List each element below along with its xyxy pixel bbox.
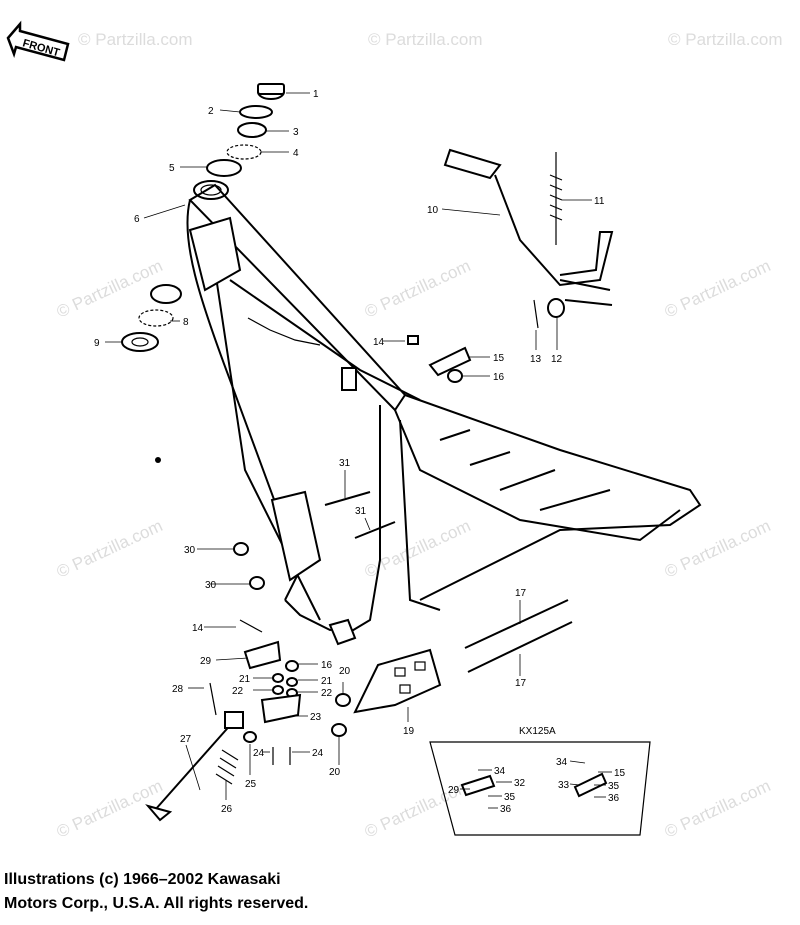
callout-8: 8 <box>183 317 189 328</box>
callout-34b: 34 <box>556 757 568 768</box>
callout-23: 23 <box>310 712 322 723</box>
callout-24b: 24 <box>312 748 324 759</box>
callout-22: 22 <box>232 686 244 697</box>
watermark: © Partzilla.com <box>662 516 774 582</box>
callout-19: 19 <box>403 726 415 737</box>
callout-numbers: 1 2 3 4 5 6 8 9 10 11 12 13 14 15 16 31 … <box>94 89 626 815</box>
copyright-notice: Illustrations (c) 1966–2002 Kawasaki Mot… <box>4 868 424 916</box>
front-arrow-icon: FRONT <box>6 20 70 62</box>
callout-34: 34 <box>494 766 506 777</box>
lower-bearing-parts <box>121 284 182 463</box>
callout-29b: 29 <box>448 785 460 796</box>
callout-26: 26 <box>221 804 233 815</box>
callout-11: 11 <box>594 196 605 207</box>
callout-5: 5 <box>169 163 175 174</box>
bolts-31 <box>324 491 396 539</box>
callout-3: 3 <box>293 127 299 138</box>
callout-1: 1 <box>313 89 319 100</box>
callout-2: 2 <box>208 106 214 117</box>
watermark: © Partzilla.com <box>662 776 774 842</box>
callout-31: 31 <box>339 458 351 469</box>
kx125a-inset: KX125A <box>429 726 651 836</box>
lower-parts <box>145 619 351 822</box>
callout-35b: 35 <box>608 781 620 792</box>
callout-29: 29 <box>200 656 212 667</box>
callout-14: 14 <box>373 337 385 348</box>
callout-6: 6 <box>134 214 140 225</box>
watermark: © Partzilla.com <box>668 30 783 49</box>
callout-36: 36 <box>500 804 512 815</box>
callout-36b: 36 <box>608 793 620 804</box>
inset-label: KX125A <box>519 726 556 737</box>
callout-10: 10 <box>427 205 439 216</box>
bracket-19 <box>353 648 442 714</box>
callout-32: 32 <box>514 778 526 789</box>
copyright-line-1: Illustrations (c) 1966–2002 Kawasaki <box>4 871 281 888</box>
callout-27: 27 <box>180 734 192 745</box>
copyright-line-2: Motors Corp., U.S.A. All rights reserved… <box>4 895 309 912</box>
callout-9: 9 <box>94 338 100 349</box>
watermark: © Partzilla.com <box>368 30 483 49</box>
callout-4: 4 <box>293 148 299 159</box>
watermark: © Partzilla.com <box>54 776 166 842</box>
callout-15: 15 <box>493 353 505 364</box>
callout-16b: 16 <box>321 660 333 671</box>
callout-30: 30 <box>184 545 196 556</box>
callout-30b: 30 <box>205 580 217 591</box>
nuts-30 <box>233 542 265 590</box>
callout-35: 35 <box>504 792 516 803</box>
footpeg-upper <box>407 335 472 383</box>
watermark: © Partzilla.com <box>54 516 166 582</box>
watermark: © Partzilla.com <box>54 256 166 322</box>
brake-pedal-assembly <box>443 148 614 329</box>
callout-17b: 17 <box>515 678 527 689</box>
callout-12: 12 <box>551 354 563 365</box>
main-frame <box>186 183 702 646</box>
watermark: © Partzilla.com <box>662 256 774 322</box>
rods-17 <box>464 599 573 673</box>
callout-21b: 21 <box>321 676 333 687</box>
callout-16: 16 <box>493 372 505 383</box>
callout-24: 24 <box>253 748 265 759</box>
callout-20b: 20 <box>329 767 341 778</box>
callout-14b: 14 <box>192 623 204 634</box>
leader-lines <box>105 92 612 809</box>
steering-head-parts <box>193 83 285 200</box>
callout-15b: 15 <box>614 768 626 779</box>
watermark: © Partzilla.com <box>362 256 474 322</box>
callout-20: 20 <box>339 666 351 677</box>
callout-17: 17 <box>515 588 527 599</box>
callout-25: 25 <box>245 779 257 790</box>
watermark-layer: © Partzilla.com © Partzilla.com © Partzi… <box>54 30 783 842</box>
watermark: © Partzilla.com <box>78 30 193 49</box>
callout-22b: 22 <box>321 688 333 699</box>
callout-13: 13 <box>530 354 542 365</box>
callout-28: 28 <box>172 684 184 695</box>
callout-21: 21 <box>239 674 251 685</box>
callout-33: 33 <box>558 780 570 791</box>
callout-31b: 31 <box>355 506 367 517</box>
